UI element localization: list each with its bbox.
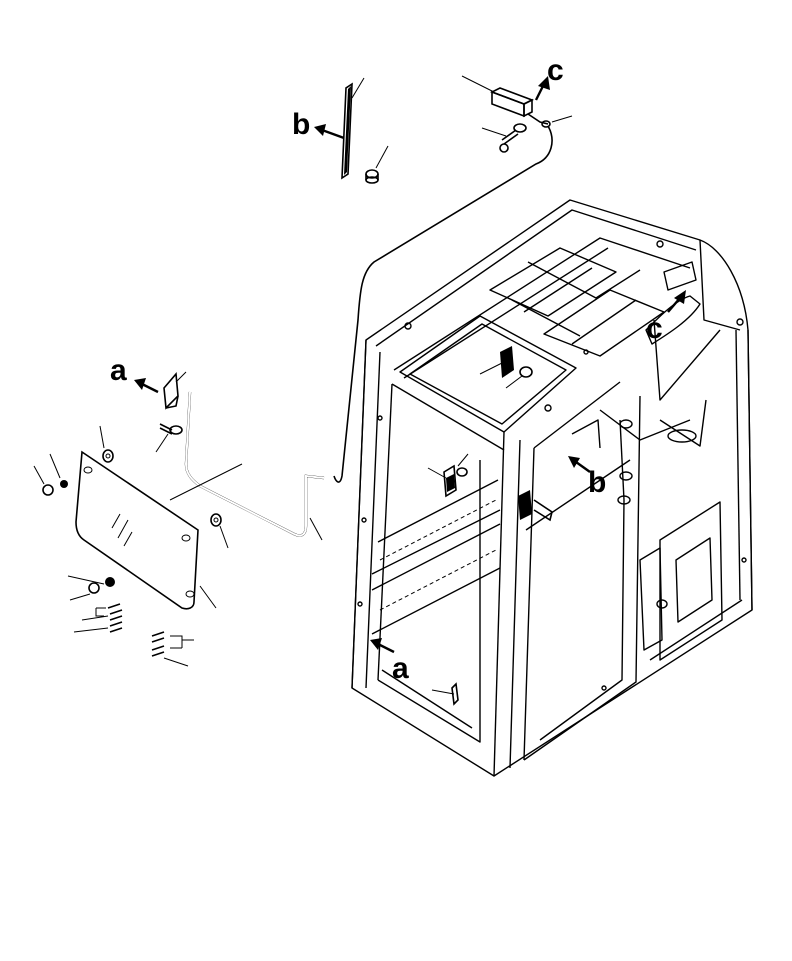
glass-panel (75, 450, 217, 610)
guard-rail (169, 391, 325, 541)
label-b-top: b (292, 108, 310, 141)
latch-bolt (155, 423, 183, 453)
antenna-connector (527, 113, 573, 128)
arrow-c-cab (667, 290, 686, 313)
arrow-b-cab (568, 456, 591, 473)
label-c-cab: c (646, 312, 663, 345)
label-a-cab: a (392, 652, 409, 685)
arrow-c-top (534, 76, 550, 101)
label-c-top: c (547, 54, 564, 87)
label-b-cab: b (588, 466, 606, 499)
cab-mounted-bracket (427, 453, 469, 498)
roof-strip-screw (365, 145, 389, 184)
cab-lower-clip (431, 682, 459, 706)
cab-frame (351, 199, 753, 777)
antenna-cable (333, 125, 553, 483)
antenna-bolt (481, 123, 527, 153)
arrow-a-cab (370, 638, 395, 654)
roof-strip-part (341, 77, 365, 180)
arrow-a-left (134, 378, 159, 394)
cab-mounted-lamp (479, 346, 533, 389)
arrow-b-top (314, 124, 345, 140)
antenna-block (461, 75, 534, 118)
cab-roof-part-c (645, 261, 701, 345)
panel-clips-left (73, 603, 123, 633)
label-a-left: a (110, 354, 127, 387)
latch-bracket (163, 371, 187, 410)
panel-clips-right (151, 631, 194, 667)
cab-door-latch (518, 490, 553, 522)
panel-washers (33, 425, 229, 601)
